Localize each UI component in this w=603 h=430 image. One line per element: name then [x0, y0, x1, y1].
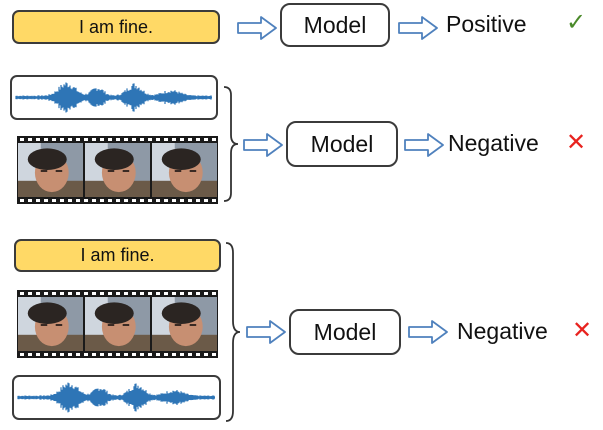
output-label: Positive — [446, 11, 527, 37]
audio-waveform-box — [10, 75, 218, 120]
video-frames-strip — [17, 290, 218, 358]
audio-waveform-icon — [17, 382, 215, 413]
model-label: Model — [313, 318, 377, 345]
brace-icon — [223, 86, 239, 202]
cross-icon: ✕ — [566, 129, 587, 156]
output-label: Negative — [448, 130, 539, 156]
arrow-icon — [398, 16, 438, 40]
check-icon: ✓ — [566, 9, 587, 36]
cross-icon: ✕ — [572, 317, 593, 344]
audio-waveform-box — [12, 375, 221, 420]
model-label: Model — [310, 130, 374, 157]
video-frame — [85, 297, 150, 351]
audio-waveform-icon — [15, 82, 212, 113]
video-frame — [18, 143, 83, 197]
arrow-icon — [243, 133, 283, 157]
arrow-icon — [246, 320, 286, 344]
arrow-icon — [237, 16, 277, 40]
model-box: Model — [289, 309, 401, 355]
model-box: Model — [280, 3, 390, 47]
video-frame — [152, 143, 217, 197]
text-input-label: I am fine. — [80, 245, 155, 265]
video-frame — [152, 297, 217, 351]
text-input-box: I am fine. — [12, 10, 220, 44]
arrow-icon — [408, 320, 448, 344]
brace-icon — [225, 242, 241, 422]
arrow-icon — [404, 133, 444, 157]
video-frame — [18, 297, 83, 351]
video-frames-strip — [17, 136, 218, 204]
model-box: Model — [286, 121, 398, 167]
output-label: Negative — [457, 318, 548, 344]
text-input-label: I am fine. — [78, 16, 154, 37]
video-frame — [85, 143, 150, 197]
text-input-box: I am fine. — [14, 239, 221, 272]
model-label: Model — [303, 11, 367, 38]
